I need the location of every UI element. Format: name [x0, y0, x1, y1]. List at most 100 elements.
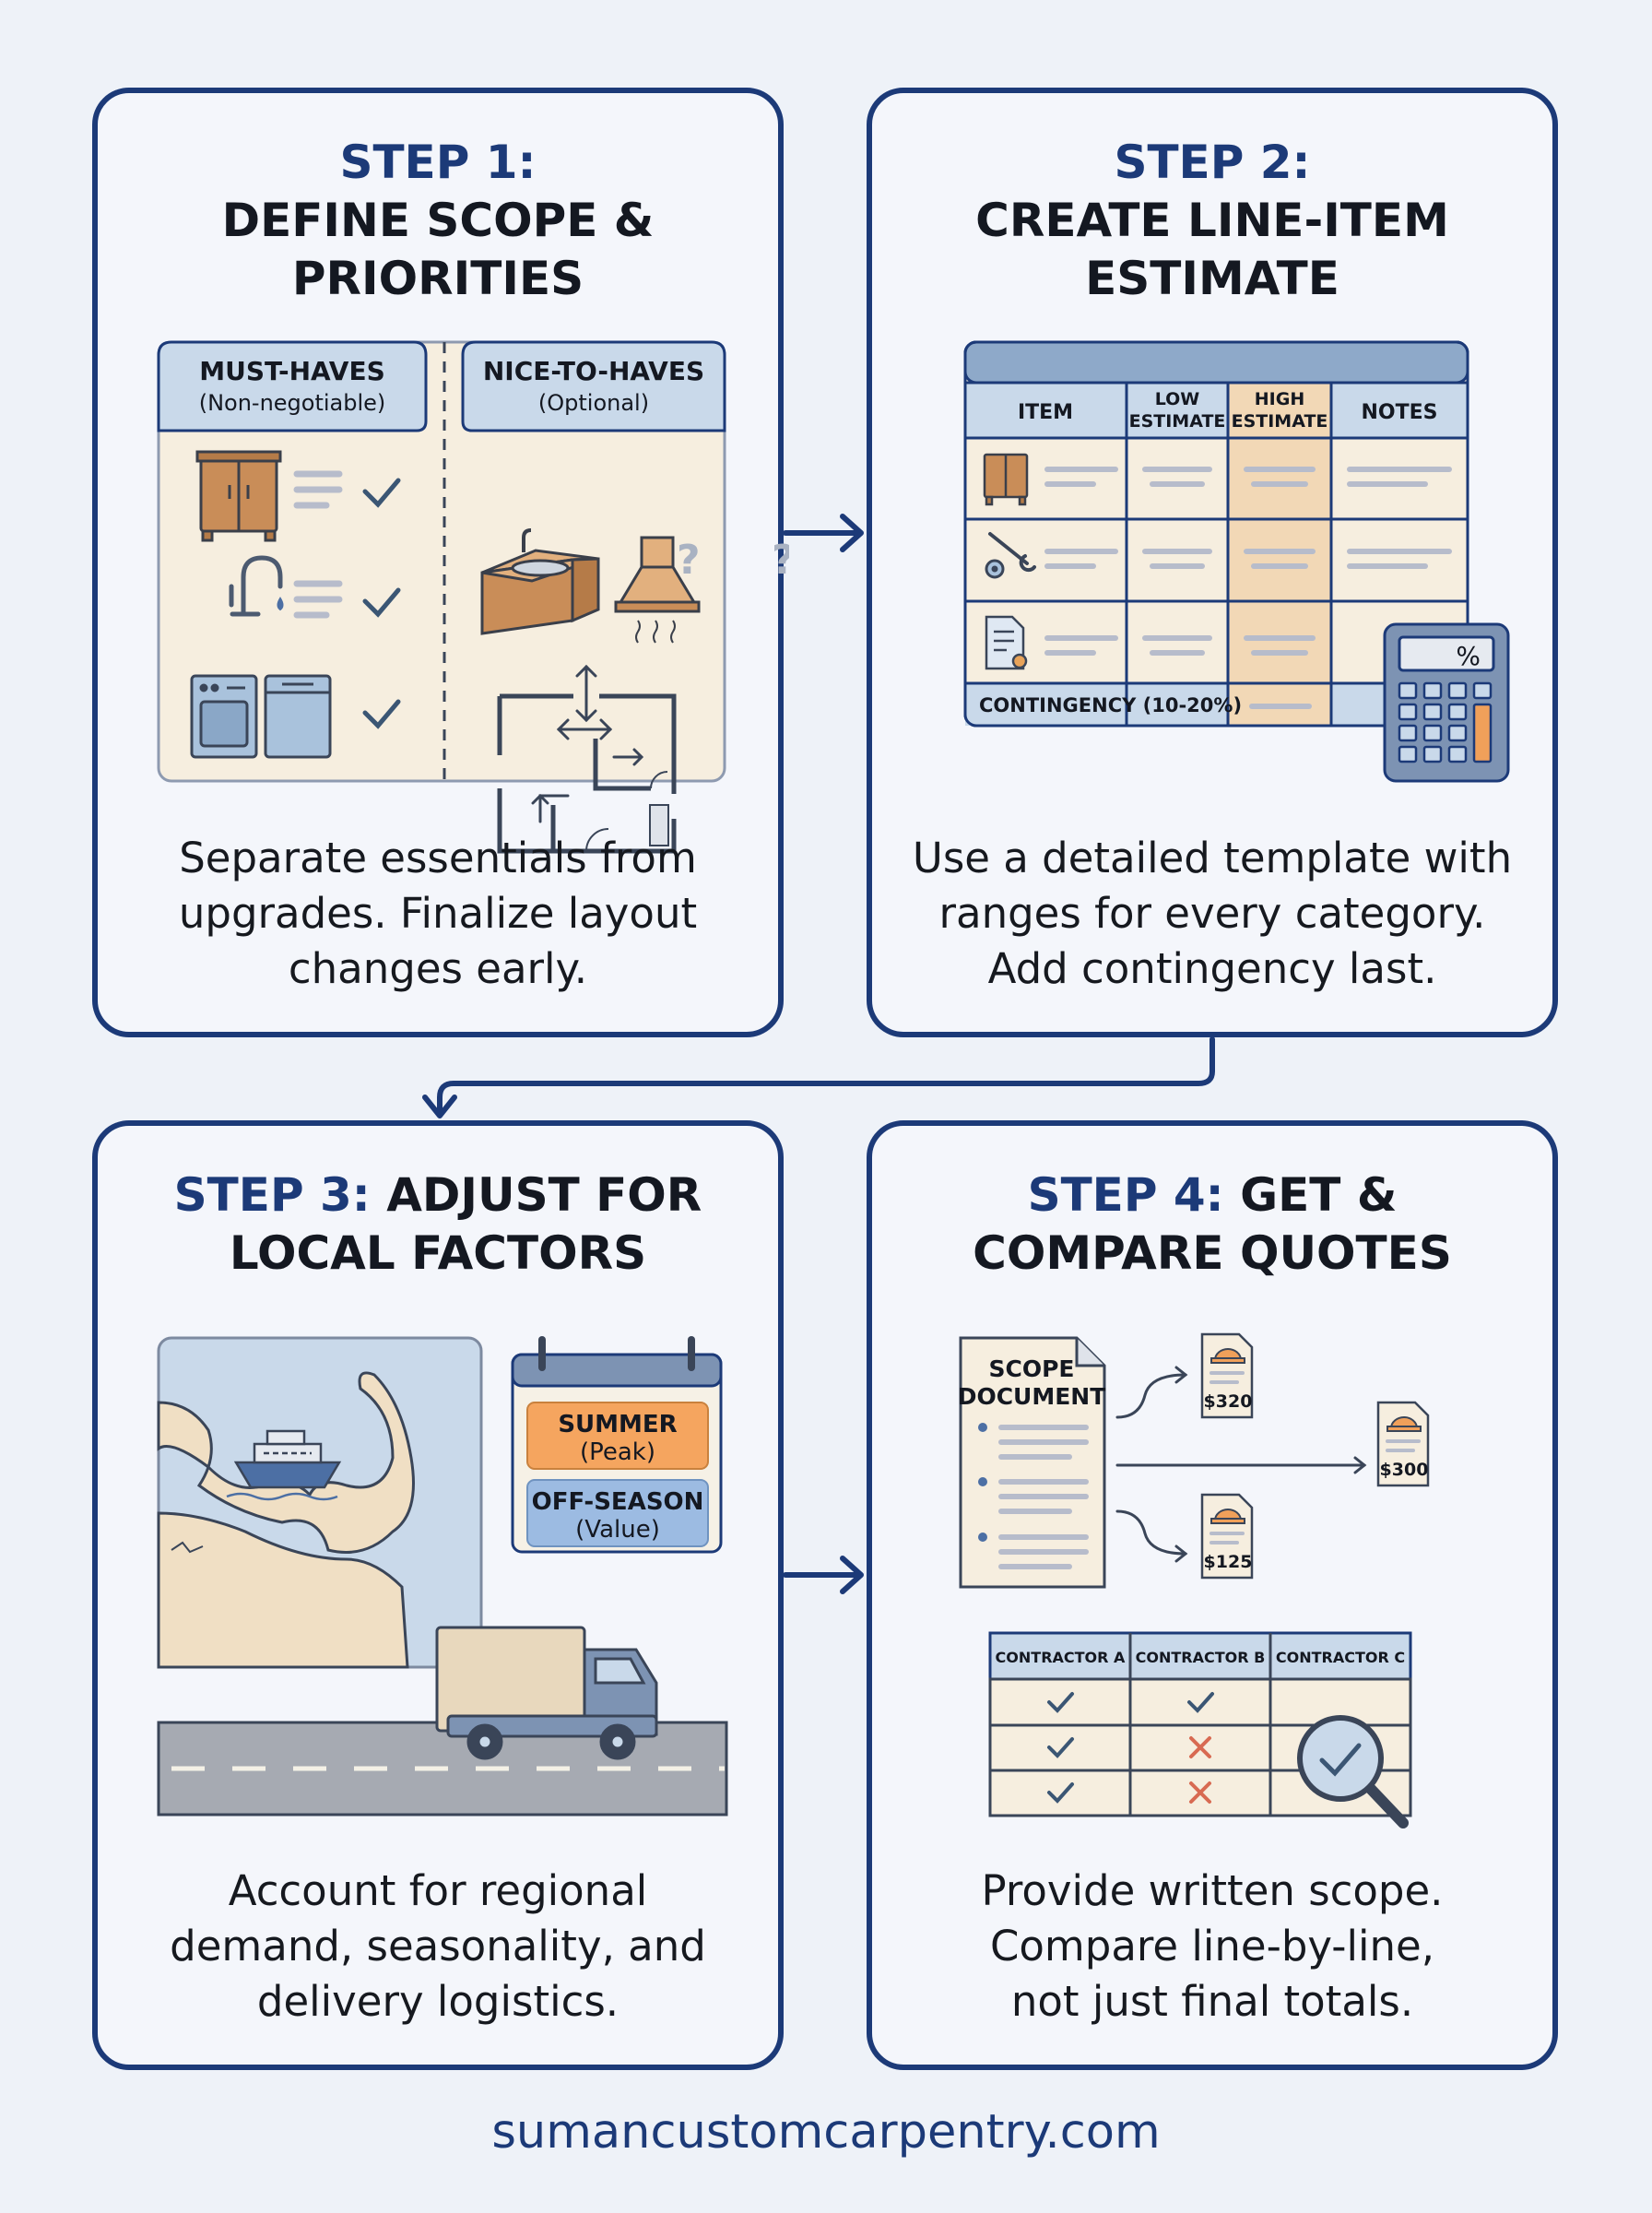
summer-label: SUMMER: [558, 1411, 677, 1438]
calendar-icon: [511, 1336, 723, 1554]
step-3-desc-line: demand, seasonality, and: [170, 1922, 706, 1970]
step-4-desc-line: Provide written scope.: [981, 1866, 1444, 1915]
line-item-estimate-illustration: ITEM LOW ESTIMATE HIGH ESTIMATE NOTES CO…: [963, 340, 1510, 783]
step-1-card: STEP 1: DEFINE SCOPE & PRIORITIES MUST-H…: [92, 88, 789, 1037]
step-1-label: STEP 1:: [339, 136, 537, 189]
check-icon: [362, 478, 401, 508]
step-3-title-rest: ADJUST FOR: [386, 1168, 702, 1222]
col-high: HIGH: [1255, 389, 1304, 409]
step-1-desc-line: changes early.: [288, 944, 588, 993]
contractor-c-header: CONTRACTOR C: [1276, 1649, 1405, 1666]
tools-icon: [985, 532, 1036, 579]
step-3-desc-line: delivery logistics.: [256, 1977, 620, 2026]
step-2-label: STEP 2:: [1114, 136, 1311, 189]
col-high: ESTIMATE: [1232, 411, 1328, 432]
appliances-icon: [190, 674, 332, 759]
quote-amount: $320: [1204, 1391, 1253, 1412]
cross-mark: [1189, 1781, 1211, 1804]
step-3-card: STEP 3: ADJUST FOR LOCAL FACTORS: [92, 1120, 784, 2070]
quote-amount: $125: [1204, 1552, 1253, 1572]
scope-doc-title: DOCUMENT: [958, 1383, 1106, 1410]
step-4-title-rest: GET &: [1240, 1168, 1398, 1222]
check-mark: [1047, 1782, 1074, 1804]
step-2-title: STEP 2: CREATE LINE-ITEM ESTIMATE: [872, 134, 1552, 308]
local-factors-illustration: SUMMER (Peak) OFF-SEASON (Value): [157, 1336, 728, 1817]
step-4-desc-line: Compare line-by-line,: [989, 1922, 1435, 1970]
step-4-description: Provide written scope. Compare line-by-l…: [900, 1864, 1525, 2030]
col-item: ITEM: [1018, 401, 1073, 424]
step-1-title: STEP 1: DEFINE SCOPE & PRIORITIES: [98, 134, 778, 308]
step-1-description: Separate essentials from upgrades. Final…: [125, 831, 750, 997]
hard-hat-icon: [1210, 1348, 1422, 1524]
offseason-sub: (Value): [575, 1516, 660, 1544]
document-icon: [959, 1336, 1106, 1589]
step-4-label: STEP 4:: [1027, 1168, 1224, 1222]
step-4-title: STEP 4: GET & COMPARE QUOTES: [872, 1166, 1552, 1283]
step-3-description: Account for regional demand, seasonality…: [125, 1864, 750, 2030]
scope-priorities-illustration: MUST-HAVES (Non-negotiable) NICE-TO-HAVE…: [157, 340, 789, 854]
range-hood-icon: [614, 536, 701, 644]
step-4-card: STEP 4: GET & COMPARE QUOTES SCOPE DOCUM…: [867, 1120, 1558, 2070]
step-2-title-line-1: CREATE LINE-ITEM: [975, 194, 1449, 247]
calculator-display: %: [1456, 641, 1481, 671]
ferry-icon: [226, 1429, 342, 1501]
distribution-arrows: [1115, 1366, 1367, 1563]
col-low: LOW: [1155, 389, 1200, 409]
step-2-desc-line: Add contingency last.: [987, 944, 1437, 993]
step-1-title-line-2: PRIORITIES: [291, 252, 584, 305]
sink-icon: [480, 528, 600, 635]
step-2-description: Use a detailed template with ranges for …: [900, 831, 1525, 997]
floor-plan-icon: [497, 693, 677, 854]
quote-amount: $300: [1380, 1460, 1429, 1480]
step-2-desc-line: Use a detailed template with: [912, 834, 1513, 882]
nice-to-haves-title: NICE-TO-HAVES: [483, 356, 704, 386]
map-icon: [157, 1336, 483, 1669]
must-haves-tab: [157, 340, 428, 432]
offseason-label: OFF-SEASON: [532, 1488, 704, 1516]
document-icon: [985, 615, 1028, 670]
move-arrows-icon: [531, 664, 644, 823]
step-2-card: STEP 2: CREATE LINE-ITEM ESTIMATE ITEM: [867, 88, 1558, 1037]
nice-to-haves-tab: [461, 340, 726, 432]
step-4-desc-line: not just final totals.: [1010, 1977, 1414, 2026]
scope-doc-title: SCOPE: [988, 1355, 1074, 1382]
cabinet-icon: [983, 453, 1029, 506]
cross-mark: [1189, 1736, 1211, 1758]
check-mark: [1047, 1692, 1074, 1713]
magnifier-icon: [1297, 1715, 1409, 1828]
contractor-a-header: CONTRACTOR A: [996, 1649, 1127, 1666]
step-3-title-line-2: LOCAL FACTORS: [229, 1226, 647, 1280]
step-1-desc-line: Separate essentials from: [179, 834, 697, 882]
must-haves-subtitle: (Non-negotiable): [199, 390, 386, 416]
step-1-desc-line: upgrades. Finalize layout: [178, 889, 698, 938]
step-2-title-line-2: ESTIMATE: [1085, 252, 1339, 305]
contractor-b-header: CONTRACTOR B: [1136, 1649, 1266, 1666]
check-icon: [362, 587, 401, 618]
col-low: ESTIMATE: [1129, 411, 1226, 432]
calculator-icon: [1383, 622, 1510, 783]
cabinet-icon: [195, 450, 282, 542]
arrow-step2-to-step3: [437, 1036, 1215, 1117]
check-mark: [1047, 1737, 1074, 1758]
step-3-desc-line: Account for regional: [228, 1866, 648, 1915]
col-notes: NOTES: [1362, 401, 1438, 424]
compare-quotes-illustration: SCOPE DOCUMENT: [958, 1332, 1430, 1828]
step-1-title-line-1: DEFINE SCOPE &: [221, 194, 655, 247]
summer-sub: (Peak): [580, 1438, 655, 1466]
nice-to-haves-subtitle: (Optional): [538, 390, 649, 416]
check-mark: [1187, 1692, 1214, 1713]
question-mark: ?: [772, 537, 789, 584]
step-4-title-line-2: COMPARE QUOTES: [973, 1226, 1452, 1280]
question-mark: ?: [677, 537, 701, 584]
footer-url[interactable]: sumancustomcarpentry.com: [491, 2105, 1161, 2160]
faucet-icon: [229, 555, 284, 617]
must-haves-title: MUST-HAVES: [199, 356, 385, 386]
check-icon: [362, 699, 401, 729]
contingency-row: CONTINGENCY (10-20%): [979, 694, 1242, 716]
step-3-label: STEP 3:: [173, 1168, 371, 1222]
truck-icon: [435, 1626, 658, 1760]
step-3-title: STEP 3: ADJUST FOR LOCAL FACTORS: [98, 1166, 778, 1283]
estimate-table: ITEM LOW ESTIMATE HIGH ESTIMATE NOTES CO…: [963, 340, 1469, 728]
step-2-desc-line: ranges for every category.: [938, 889, 1486, 938]
